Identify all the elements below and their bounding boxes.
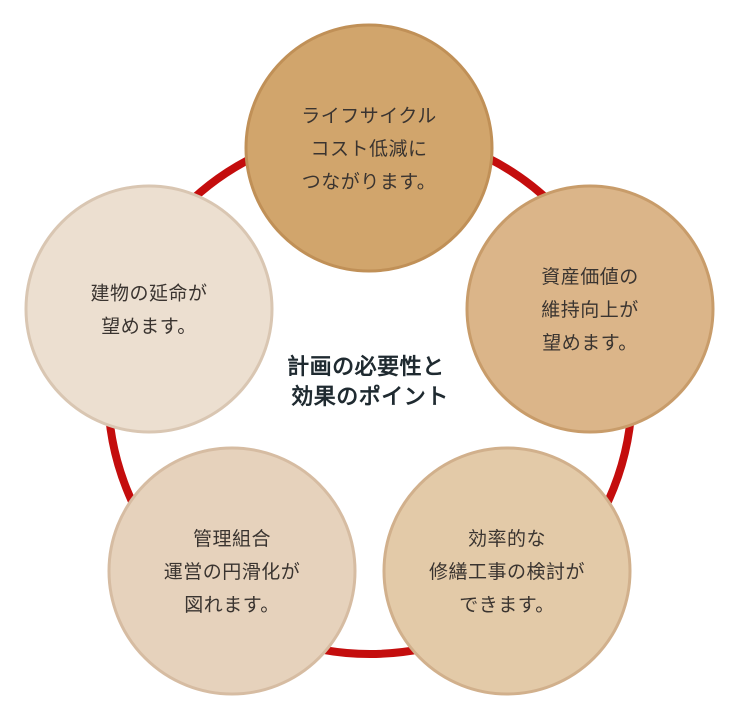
point-node-efficient-repair: 効率的な修繕工事の検討ができます。 xyxy=(382,446,632,696)
point-text-line: 図れます。 xyxy=(184,594,280,616)
point-text-line: つながります。 xyxy=(302,171,437,193)
point-text: 管理組合運営の円滑化が図れます。 xyxy=(164,528,301,616)
point-text-line: 効率的な xyxy=(468,528,546,550)
point-node-building-life: 建物の延命が望めます。 xyxy=(24,184,274,434)
point-text-line: 望めます。 xyxy=(542,332,638,354)
point-text-line: ライフサイクル xyxy=(301,105,437,127)
point-text-line: 管理組合 xyxy=(193,528,271,550)
point-node-lifecycle-cost: ライフサイクルコスト低減につながります。 xyxy=(244,23,494,273)
point-text: 効率的な修繕工事の検討ができます。 xyxy=(429,528,585,616)
point-text: 建物の延命が望めます。 xyxy=(90,283,207,338)
point-node-smooth-management: 管理組合運営の円滑化が図れます。 xyxy=(107,446,357,696)
center-title-line: 効果のポイント xyxy=(291,384,449,410)
point-circle xyxy=(244,23,494,273)
point-text: 資産価値の維持向上が望めます。 xyxy=(541,266,639,354)
point-text: ライフサイクルコスト低減につながります。 xyxy=(301,105,437,193)
point-text-line: 維持向上が xyxy=(541,299,639,321)
center-title-line: 計画の必要性と xyxy=(287,354,445,380)
point-circle xyxy=(382,446,632,696)
center-title: 計画の必要性と 効果のポイント xyxy=(287,354,453,410)
point-node-asset-value: 資産価値の維持向上が望めます。 xyxy=(465,184,715,434)
point-text-line: 建物の延命が xyxy=(90,283,207,305)
point-text-line: 運営の円滑化が xyxy=(164,561,301,583)
point-text-line: 望めます。 xyxy=(101,316,197,338)
point-text-line: 資産価値の xyxy=(541,266,639,288)
point-text-line: コスト低減に xyxy=(310,138,427,160)
point-circle xyxy=(24,184,274,434)
point-circle xyxy=(465,184,715,434)
point-text-line: 修繕工事の検討が xyxy=(429,561,585,583)
point-circle xyxy=(107,446,357,696)
point-text-line: できます。 xyxy=(459,594,555,616)
